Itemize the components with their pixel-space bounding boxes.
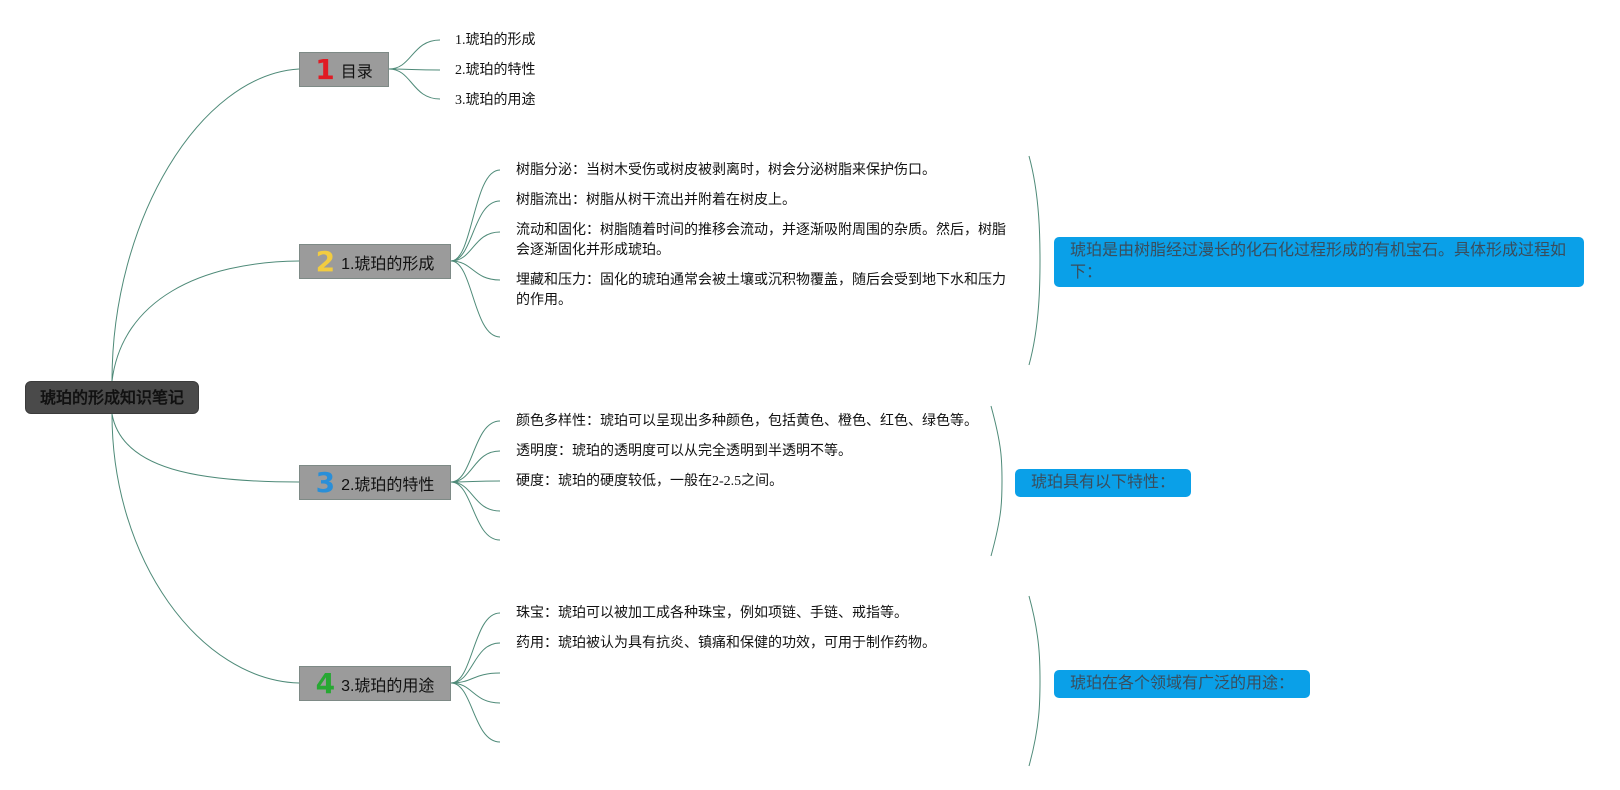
number-one-icon: 1 bbox=[315, 52, 335, 86]
formation-item-burial-pressure[interactable]: 埋藏和压力：固化的琥珀通常会被土壤或沉积物覆盖，随后会受到地下水和压力的作用。 bbox=[516, 273, 1006, 308]
branch-label: 目录 bbox=[340, 63, 373, 81]
properties-item-hardness[interactable]: 硬度：琥珀的硬度较低，一般在2-2.5之间。 bbox=[516, 474, 784, 489]
branch-label: 1.琥珀的形成 bbox=[341, 255, 435, 273]
toc-item-properties[interactable]: 2.琥珀的特性 bbox=[455, 63, 536, 78]
properties-line-0 bbox=[450, 420, 501, 483]
properties-line-1 bbox=[450, 450, 501, 483]
uses-summary[interactable]: 琥珀在各个领域有广泛的用途： bbox=[1054, 670, 1311, 698]
formation-line-3 bbox=[450, 260, 501, 281]
formation-item-resin-flow[interactable]: 树脂流出：树脂从树干流出并附着在树皮上。 bbox=[516, 193, 796, 208]
properties-line-4 bbox=[450, 481, 501, 541]
uses-line-3 bbox=[450, 682, 501, 704]
formation-line-1 bbox=[450, 200, 501, 262]
root-to-branch-4-line bbox=[111, 413, 300, 684]
toc-item-formation[interactable]: 1.琥珀的形成 bbox=[455, 33, 536, 48]
root-to-branch-3-line bbox=[111, 413, 300, 483]
number-two-icon: 2 bbox=[315, 244, 336, 278]
uses-line-4 bbox=[450, 682, 501, 743]
toc-line-0 bbox=[388, 39, 441, 70]
formation-line-4 bbox=[450, 260, 501, 338]
properties-item-transparency[interactable]: 透明度：琥珀的透明度可以从完全透明到半透明不等。 bbox=[516, 444, 852, 459]
properties-summary[interactable]: 琥珀具有以下特性： bbox=[1015, 469, 1192, 497]
uses-line-2 bbox=[450, 672, 501, 684]
formation-summary[interactable]: 琥珀是由树脂经过漫长的化石化过程形成的有机宝石。具体形成过程如下： bbox=[1054, 237, 1584, 287]
properties-line-2 bbox=[450, 480, 501, 483]
properties-summary-brace bbox=[990, 405, 1003, 557]
uses-line-0 bbox=[450, 612, 501, 684]
uses-item-medicine[interactable]: 药用：琥珀被认为具有抗炎、镇痛和保健的功效，可用于制作药物。 bbox=[516, 636, 936, 651]
number-four-icon: 4 bbox=[315, 666, 336, 700]
formation-summary-brace bbox=[1028, 155, 1041, 366]
uses-line-1 bbox=[450, 642, 501, 684]
root-to-branch-2-line bbox=[111, 260, 300, 382]
root-topic[interactable]: 琥珀的形成知识笔记 bbox=[25, 381, 199, 414]
number-three-icon: 3 bbox=[315, 465, 336, 499]
properties-item-color[interactable]: 颜色多样性：琥珀可以呈现出多种颜色，包括黄色、橙色、红色、绿色等。 bbox=[516, 414, 978, 429]
toc-line-2 bbox=[388, 68, 441, 100]
toc-item-uses[interactable]: 3.琥珀的用途 bbox=[455, 93, 536, 108]
properties-line-3 bbox=[450, 481, 501, 512]
formation-item-resin-secretion[interactable]: 树脂分泌：当树木受伤或树皮被剥离时，树会分泌树脂来保护伤口。 bbox=[516, 163, 936, 178]
branch-topic-formation[interactable]: 2 1.琥珀的形成 bbox=[299, 244, 451, 279]
toc-line-1 bbox=[388, 68, 441, 71]
branch-topic-uses[interactable]: 4 3.琥珀的用途 bbox=[299, 666, 451, 701]
formation-line-0 bbox=[450, 169, 501, 262]
uses-item-jewelry[interactable]: 珠宝：琥珀可以被加工成各种珠宝，例如项链、手链、戒指等。 bbox=[516, 606, 908, 621]
branch-topic-toc[interactable]: 1 目录 bbox=[299, 52, 389, 87]
branch-topic-properties[interactable]: 3 2.琥珀的特性 bbox=[299, 465, 451, 500]
branch-label: 3.琥珀的用途 bbox=[341, 677, 435, 695]
uses-summary-brace bbox=[1028, 595, 1041, 767]
formation-item-flow-solidify[interactable]: 流动和固化：树脂随着时间的推移会流动，并逐渐吸附周围的杂质。然后，树脂会逐渐固化… bbox=[516, 223, 1006, 258]
root-to-branch-1-line bbox=[111, 68, 300, 382]
formation-line-2 bbox=[450, 231, 501, 262]
branch-label: 2.琥珀的特性 bbox=[341, 476, 435, 494]
